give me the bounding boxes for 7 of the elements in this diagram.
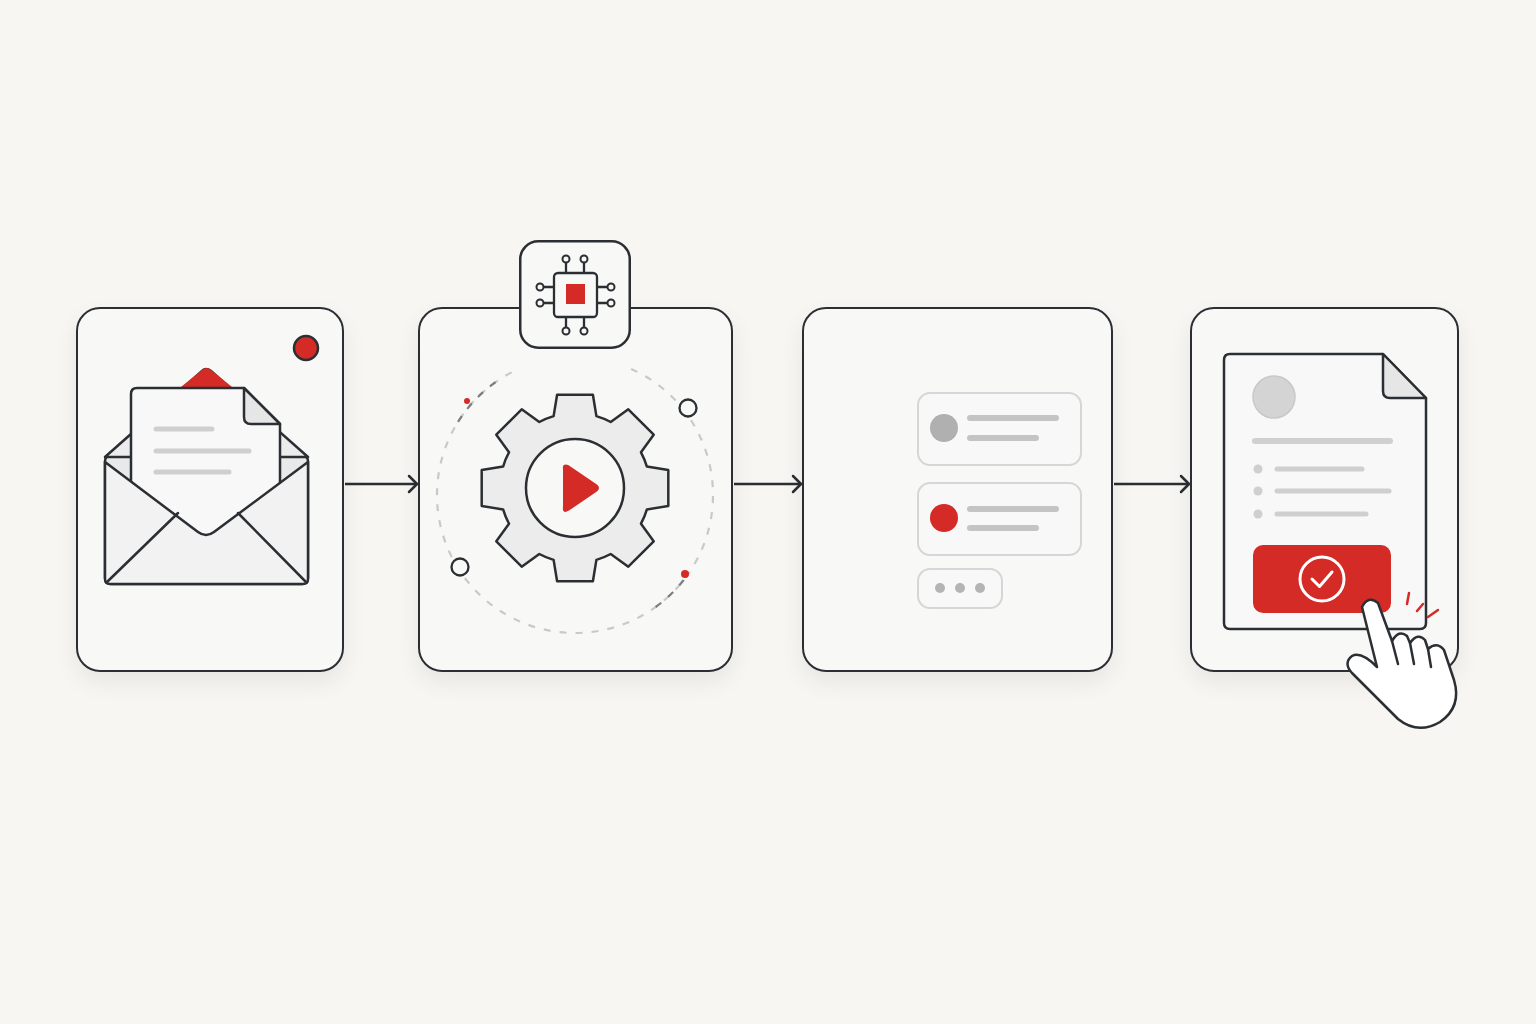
step-card (418, 307, 733, 672)
step-card (1190, 307, 1459, 672)
arrow (734, 474, 803, 494)
step-card (802, 307, 1113, 672)
step-card (76, 307, 344, 672)
arrow (1114, 474, 1191, 494)
arrow (345, 474, 419, 494)
